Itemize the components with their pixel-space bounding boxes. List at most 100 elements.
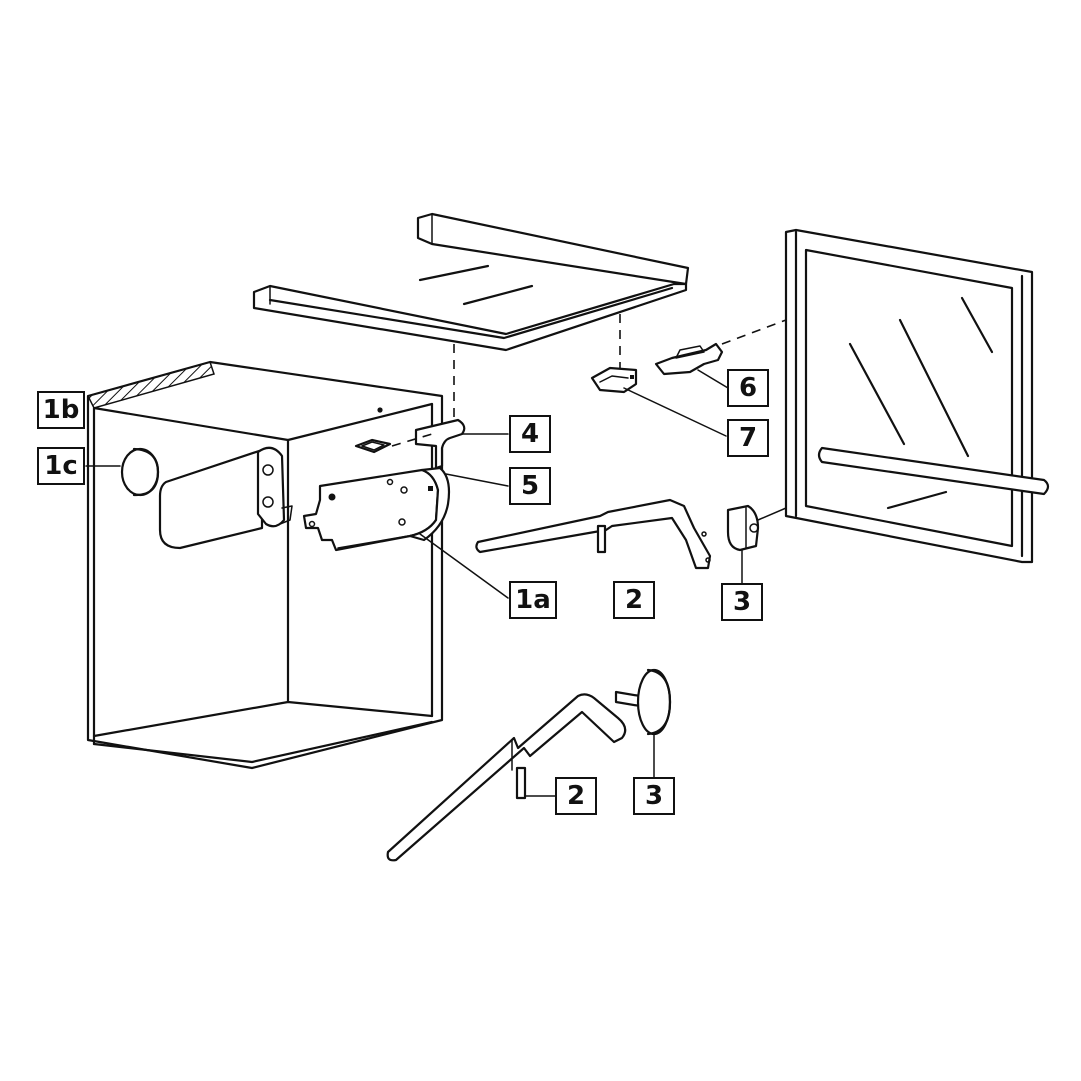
cabinet-bottom-panel	[92, 700, 434, 738]
cabinet-bottom-edge	[92, 720, 434, 764]
glass-reflection-2	[462, 284, 534, 306]
plate-tab	[279, 505, 293, 525]
clip-hook	[414, 418, 466, 470]
rod-lower-pin	[515, 766, 527, 800]
cover-panel-body	[158, 448, 264, 550]
end-cap-upper	[726, 504, 760, 552]
label-1c-text: 1c	[44, 451, 78, 481]
bracket-inner	[599, 375, 629, 383]
cabinet	[86, 360, 444, 770]
label-2-text: 2	[625, 585, 643, 615]
frame-front-rail	[252, 282, 688, 352]
label-3-text: 3	[733, 587, 751, 617]
hinge-arm-top	[675, 345, 705, 359]
label-5-text: 5	[521, 471, 539, 501]
label-2-box	[613, 581, 655, 619]
label-6-box	[727, 369, 769, 407]
label-2-lower: 2	[555, 777, 597, 815]
label-3-lower: 3	[633, 777, 675, 815]
label-4: 4	[509, 415, 551, 453]
cap-upper-hole	[749, 523, 759, 533]
label-1a: 1a	[509, 581, 557, 619]
leader-5	[445, 473, 509, 487]
leader-cap-door	[757, 507, 787, 521]
label-6-text: 6	[739, 373, 757, 403]
label-2: 2	[613, 581, 655, 619]
lift-mechanism	[302, 466, 451, 552]
label-1b-text: 1b	[43, 395, 80, 425]
rod-upper-pin	[596, 524, 607, 554]
mechanism-hole-3	[386, 478, 394, 486]
cover-cap	[120, 447, 160, 497]
door-glass-reflection-2	[898, 318, 970, 458]
label-5-box	[509, 467, 551, 505]
mechanism-marker	[428, 486, 433, 491]
rod-upper-body	[475, 498, 712, 570]
label-3-lower-text: 3	[645, 781, 663, 811]
mechanism-dot	[328, 493, 336, 501]
mechanism-hole-4	[308, 520, 316, 528]
rod-upper-hole-1	[701, 531, 707, 537]
label-1c-box	[37, 447, 85, 485]
bracket-body	[590, 366, 638, 394]
label-1c: 1c	[37, 447, 85, 485]
label-4-box	[509, 415, 551, 453]
label-2-lower-box	[555, 777, 597, 815]
cover-cap-rim	[132, 447, 160, 497]
label-1a-text: 1a	[515, 585, 551, 615]
guide-line-clip	[391, 433, 433, 447]
mechanism-bottom-line	[337, 535, 409, 549]
assembly-guide-lines	[391, 314, 787, 447]
label-3-box	[721, 583, 763, 621]
cabinet-outline	[86, 360, 444, 770]
mechanism-hole-2	[398, 518, 406, 526]
door-glass-reflection-4	[886, 490, 948, 510]
door-glass-reflection-3	[960, 296, 994, 354]
door-glass-reflection-1	[848, 342, 906, 446]
label-7-box	[727, 419, 769, 457]
door-outer-frame	[784, 228, 1034, 564]
label-1b: 1b	[37, 391, 85, 429]
bracket-part	[590, 366, 638, 394]
label-7-text: 7	[739, 423, 757, 453]
plate-screw-bottom	[262, 496, 274, 508]
door-inner-frame	[804, 248, 1014, 548]
frame-inner-edge	[268, 286, 674, 340]
leader-lines	[85, 369, 787, 797]
cap-upper-body	[726, 504, 760, 552]
clip-part	[354, 418, 466, 470]
hinge-arm-body	[654, 342, 724, 376]
glass-reflection-1	[418, 264, 490, 282]
frame-top	[252, 212, 690, 352]
door-stabilizer-bar	[817, 446, 1050, 496]
leader-7	[623, 387, 727, 437]
cap-lower-rim	[646, 668, 672, 736]
cabinet-top-edge-hatch	[86, 361, 215, 409]
label-1a-box	[509, 581, 557, 619]
stabilizer-rod-upper	[475, 498, 712, 570]
label-5: 5	[509, 467, 551, 505]
cabinet-drill-hole	[377, 407, 383, 413]
bracket-hole	[630, 375, 634, 379]
end-cap-lower	[614, 668, 672, 736]
clip-base-plate	[354, 438, 392, 454]
rod-lower-body	[386, 693, 627, 862]
stabilizer-rod-lower	[386, 693, 627, 862]
leader-1a	[419, 533, 509, 599]
hinge-arm-part	[654, 342, 724, 376]
leader-6	[697, 369, 729, 389]
rod-upper-hole-2	[705, 557, 711, 563]
cover-panel-plate	[256, 446, 286, 528]
clip-base-inner	[361, 441, 385, 451]
label-3: 3	[721, 583, 763, 621]
mechanism-hole-1	[400, 486, 408, 494]
mechanism-cover-panel	[158, 446, 293, 550]
frame-rear-rail	[416, 212, 690, 286]
label-1b-box	[37, 391, 85, 429]
label-4-text: 4	[521, 419, 539, 449]
plate-screw-top	[262, 464, 274, 476]
label-6: 6	[727, 369, 769, 407]
label-3-lower-box	[633, 777, 675, 815]
